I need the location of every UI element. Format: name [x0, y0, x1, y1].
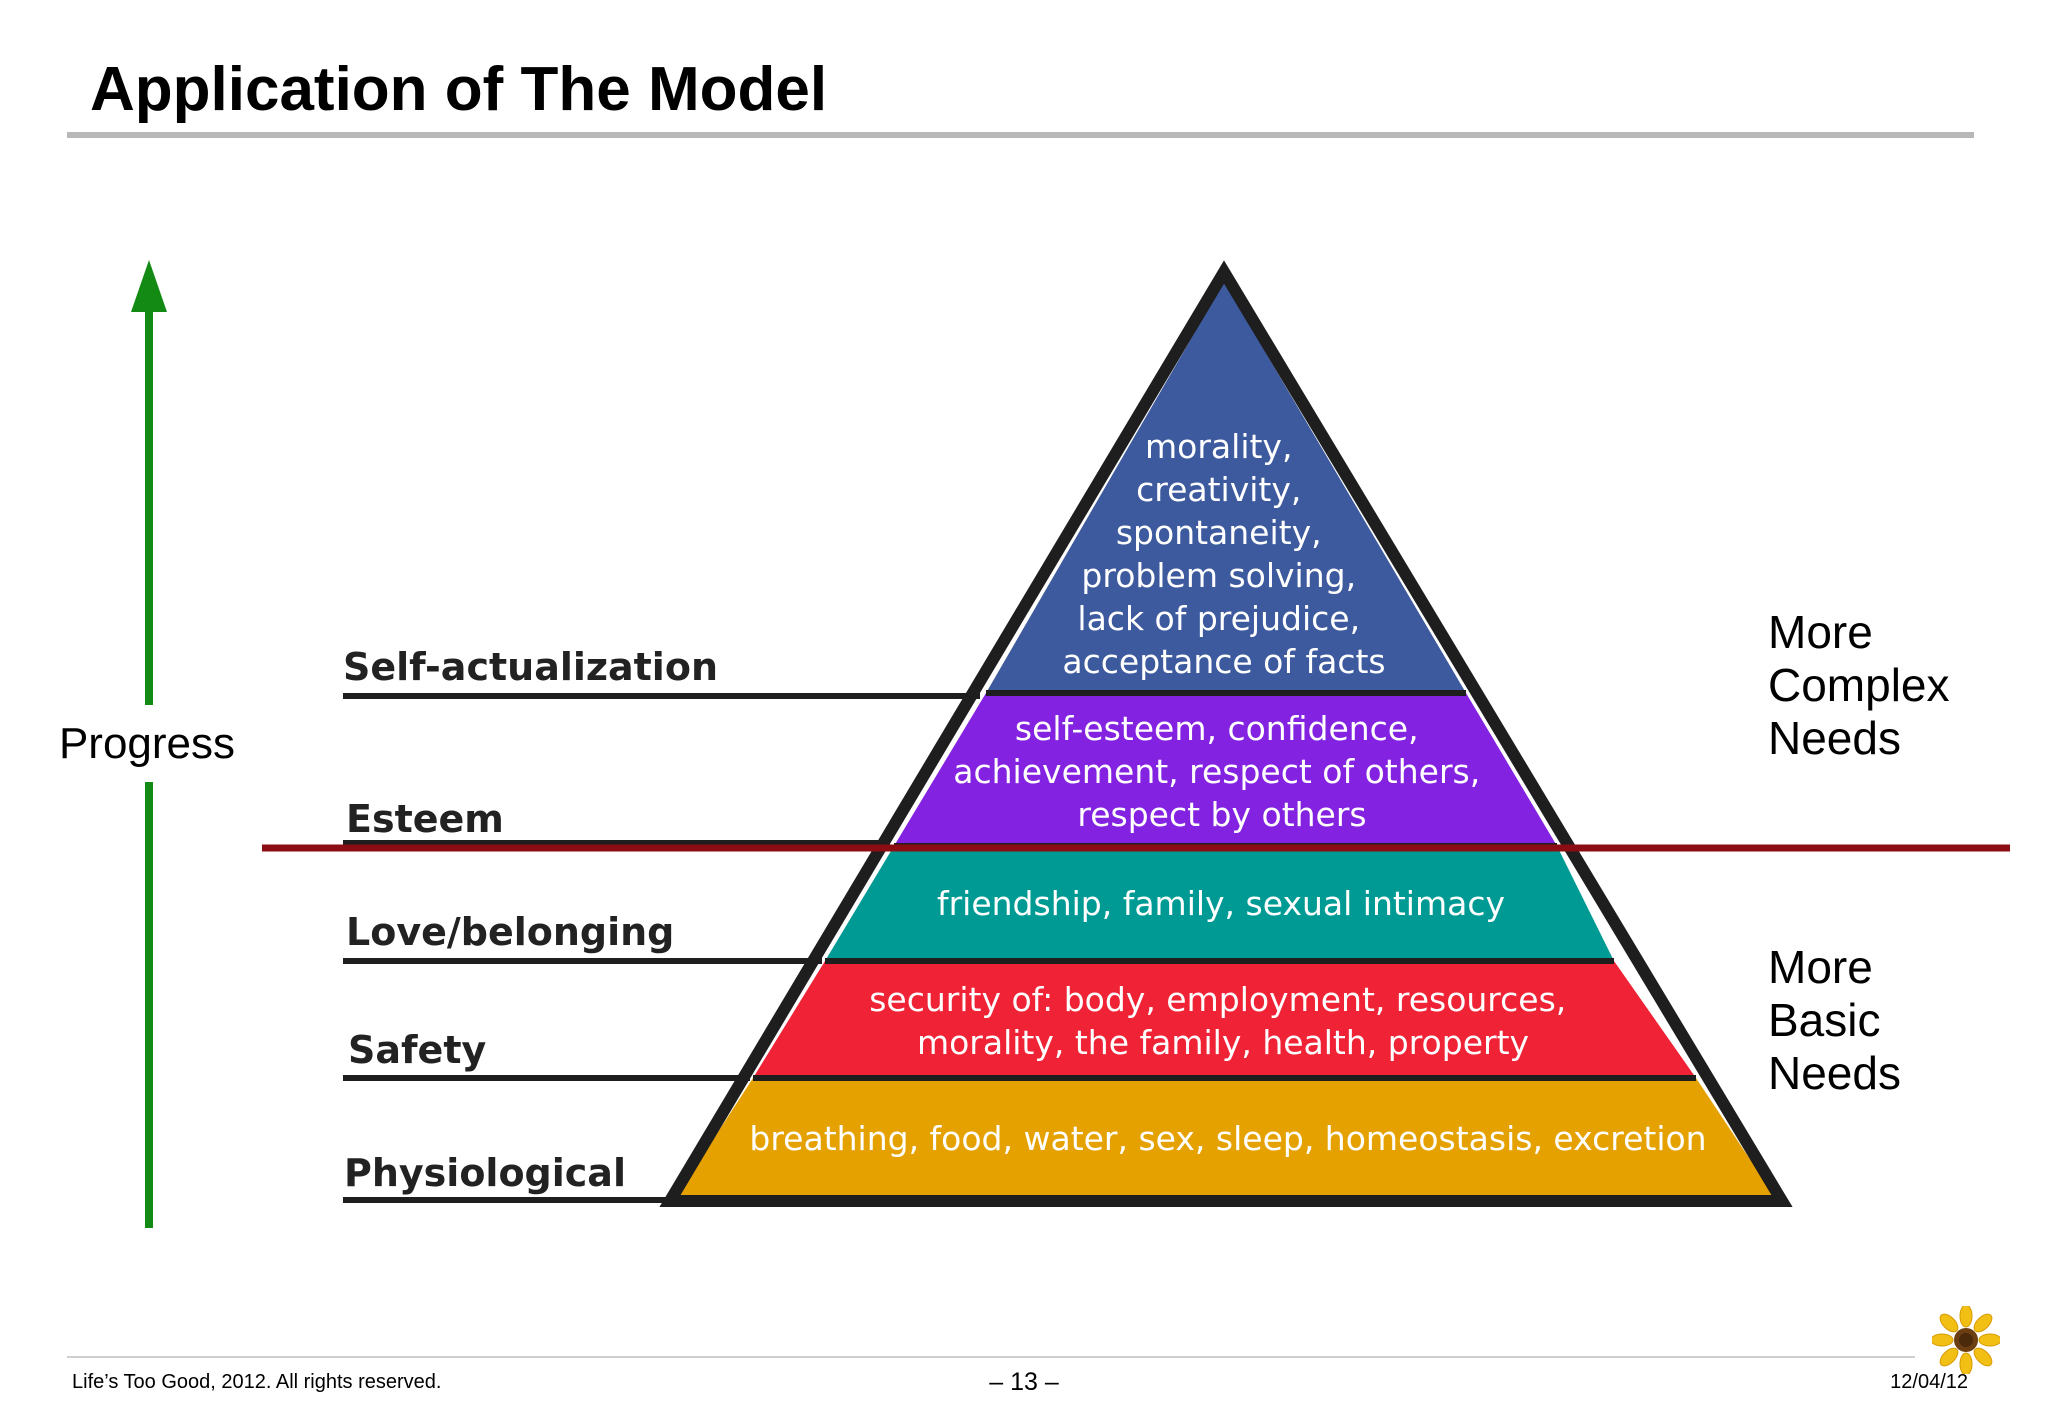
label-self-actualization: Self-actualization	[343, 645, 980, 699]
more-basic-needs-label: More Basic Needs	[1768, 941, 1901, 1099]
level-name: Self-actualization	[343, 645, 718, 689]
progress-arrow-shaft-lower	[145, 782, 153, 1228]
footer-copyright: Life’s Too Good, 2012. All rights reserv…	[72, 1371, 442, 1393]
label-physiological: Physiological	[343, 1151, 672, 1203]
tier-safety-description: security of: body, employment, resources…	[869, 980, 1577, 1062]
tier-esteem-band	[894, 693, 1557, 846]
tier-self-actualization-description: morality, creativity, spontaneity, probl…	[1062, 427, 1385, 681]
description-line: acceptance of facts	[1062, 642, 1385, 681]
caption-line: Basic	[1768, 994, 1880, 1046]
tier-love-belonging-description: friendship, family, sexual intimacy	[937, 884, 1505, 923]
level-name: Physiological	[344, 1151, 626, 1195]
description-line: spontaneity,	[1116, 513, 1322, 552]
description-line: problem solving,	[1081, 556, 1356, 595]
level-name: Love/belonging	[346, 910, 674, 954]
description-line: creativity,	[1136, 470, 1301, 509]
description-line: breathing, food, water, sex, sleep, home…	[749, 1119, 1706, 1158]
label-esteem: Esteem	[343, 797, 890, 846]
level-labels: Self-actualization Esteem Love/belonging…	[343, 645, 980, 1203]
label-safety: Safety	[343, 1028, 750, 1081]
description-line: self-esteem, confidence,	[1015, 709, 1419, 748]
progress-label: Progress	[59, 719, 235, 768]
description-line: morality,	[1145, 427, 1292, 466]
tier-safety-band	[753, 961, 1696, 1078]
level-name: Esteem	[346, 797, 504, 841]
label-love-belonging: Love/belonging	[343, 910, 822, 964]
tier-love-belonging-band	[825, 846, 1614, 961]
progress-arrow	[131, 260, 167, 1228]
tier-self-actualization-band	[986, 282, 1466, 693]
caption-line: Needs	[1768, 712, 1901, 764]
description-line: lack of prejudice,	[1077, 599, 1360, 638]
description-line: security of: body, employment, resources…	[869, 980, 1566, 1019]
caption-line: More	[1768, 606, 1873, 658]
description-line: morality, the family, health, property	[917, 1023, 1529, 1062]
progress-arrow-shaft-upper	[145, 300, 153, 705]
description-line: achievement, respect of others,	[953, 752, 1480, 791]
more-complex-needs-label: More Complex Needs	[1768, 606, 1962, 764]
footer-date: 12/04/12	[1890, 1371, 1968, 1393]
pyramid-outline	[659, 260, 1793, 1207]
footer-rule	[67, 1356, 1915, 1358]
caption-line: More	[1768, 941, 1873, 993]
footer-page-number: – 13 –	[989, 1368, 1059, 1396]
description-line: respect by others	[1077, 795, 1366, 834]
progress-arrow-head	[131, 260, 167, 312]
description-line: friendship, family, sexual intimacy	[937, 884, 1505, 923]
tier-esteem-description: self-esteem, confidence, achievement, re…	[953, 709, 1490, 834]
title-rule	[67, 132, 1974, 138]
caption-line: Needs	[1768, 1047, 1901, 1099]
caption-line: Complex	[1768, 659, 1950, 711]
tier-physiological-description: breathing, food, water, sex, sleep, home…	[749, 1119, 1706, 1158]
slide-title: Application of The Model	[90, 55, 828, 124]
tier-physiological-band	[676, 1078, 1775, 1197]
level-name: Safety	[348, 1028, 486, 1072]
sunflower-icon	[1932, 1306, 2000, 1374]
